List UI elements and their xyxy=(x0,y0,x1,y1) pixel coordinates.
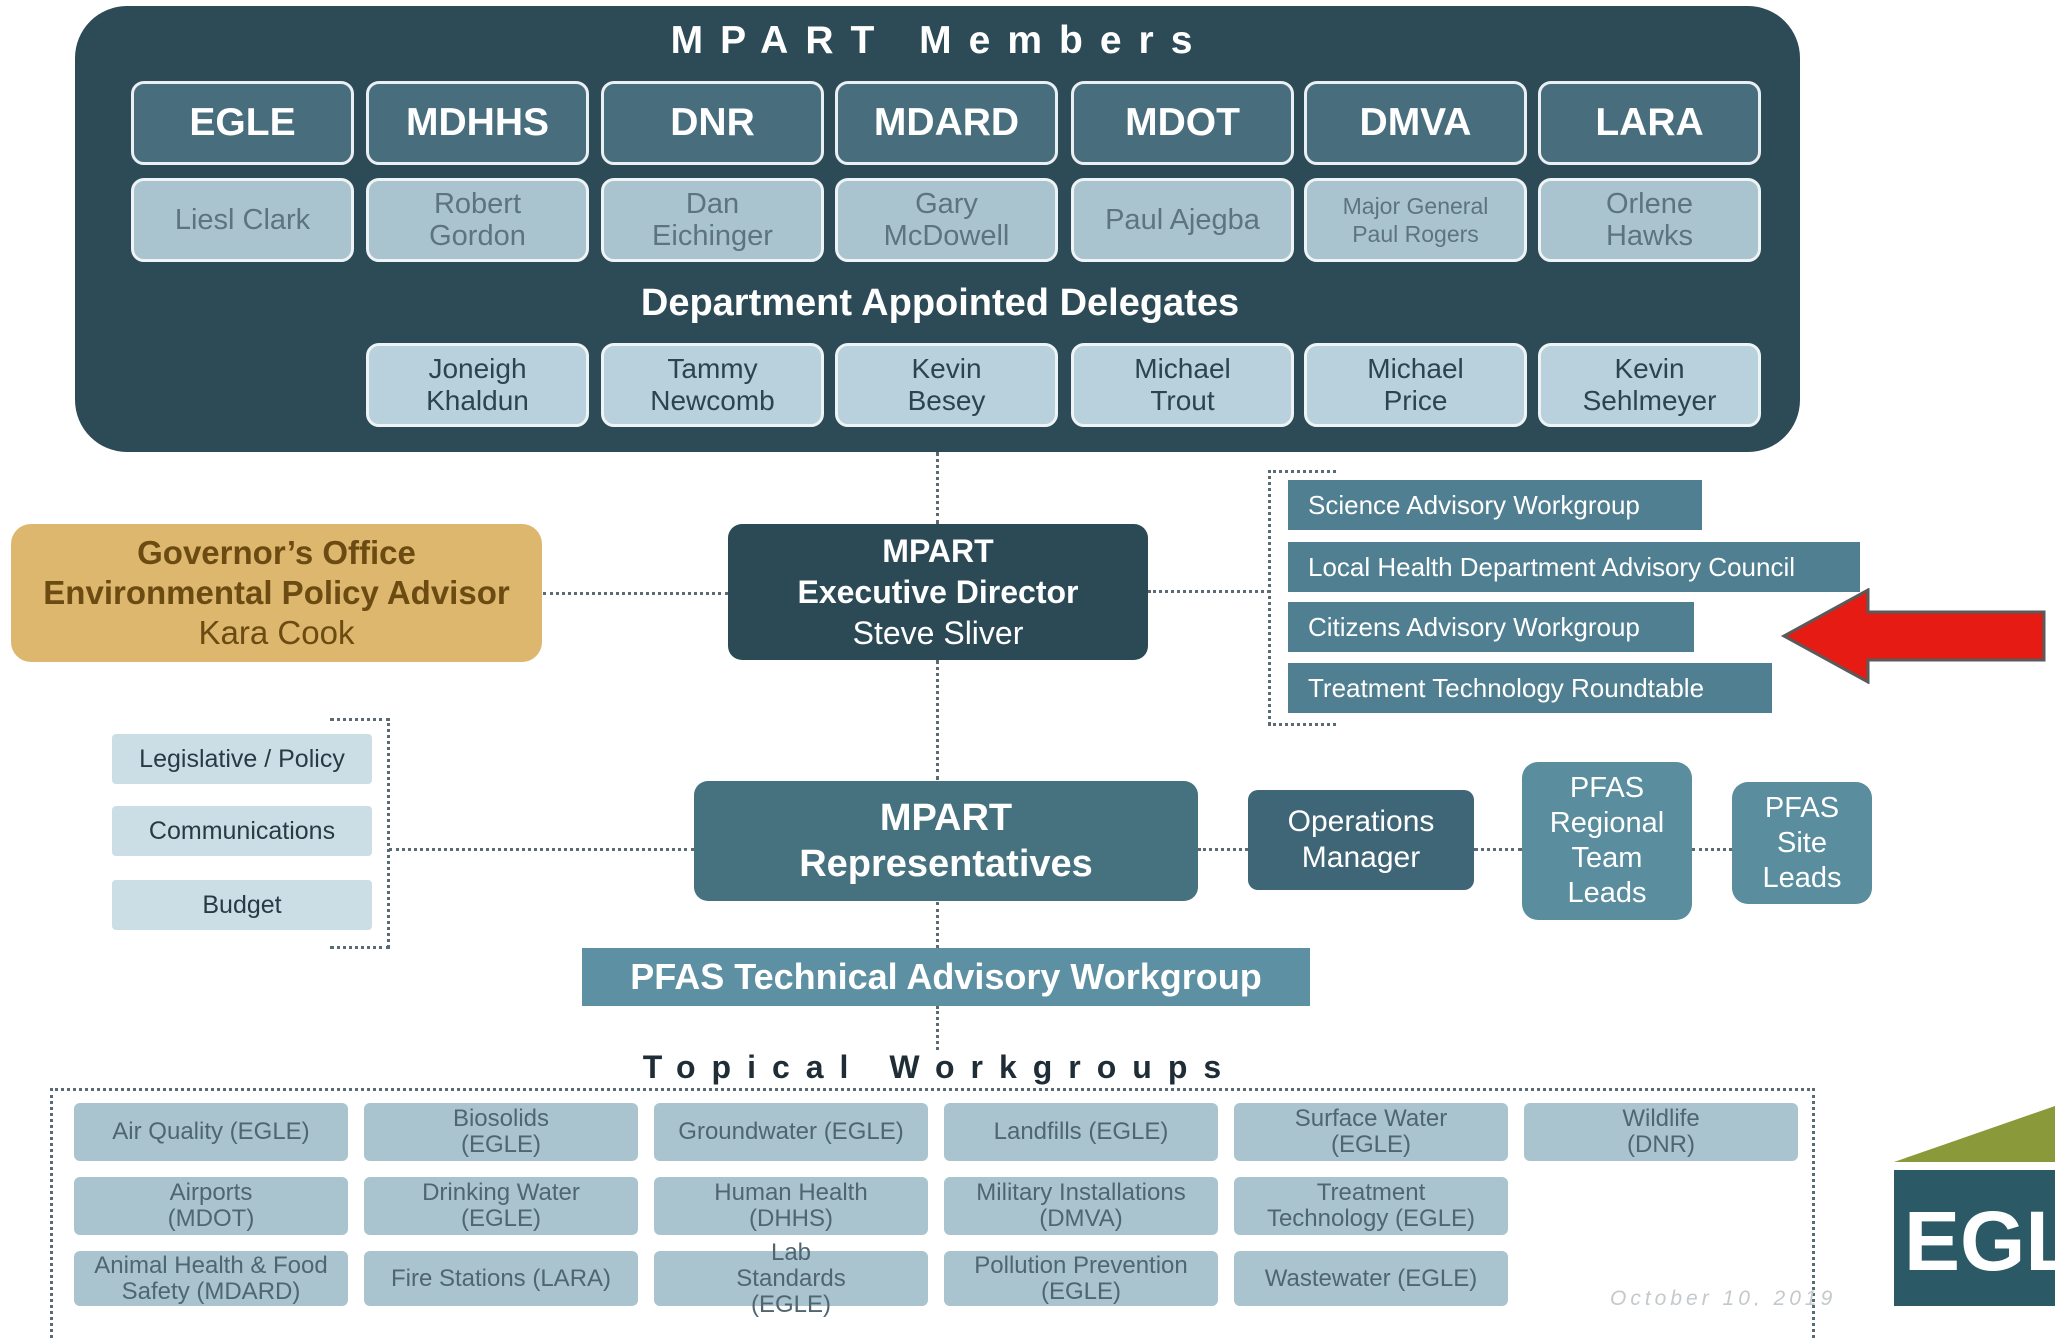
exec-line2: Executive Director xyxy=(797,573,1079,610)
dept-mdard: MDARD xyxy=(835,81,1058,165)
dept-lara: LARA xyxy=(1538,81,1761,165)
delegates-title: Department Appointed Delegates xyxy=(640,281,1240,324)
governor-name: Kara Cook xyxy=(198,614,355,651)
pfas-regional-box: PFAS Regional Team Leads xyxy=(1522,762,1692,920)
representatives-box: MPART Representatives xyxy=(694,781,1198,901)
advisory-citizens: Citizens Advisory Workgroup xyxy=(1288,602,1694,652)
workgroup-item: Lab Standards (EGLE) xyxy=(654,1239,928,1317)
advisory-local-health: Local Health Department Advisory Council xyxy=(1288,542,1860,592)
person-mdot: Paul Ajegba xyxy=(1071,178,1294,262)
connector-reps-ops xyxy=(1198,848,1248,851)
person-lara: Orlene Hawks xyxy=(1538,178,1761,262)
pfas-site-box: PFAS Site Leads xyxy=(1732,782,1872,904)
workgroup-item: Wastewater (EGLE) xyxy=(1234,1251,1508,1306)
topical-frame xyxy=(50,1088,1815,1338)
advisory-treatment: Treatment Technology Roundtable xyxy=(1288,663,1772,713)
delegate: Tammy Newcomb xyxy=(601,343,824,427)
operations-manager-box: Operations Manager xyxy=(1248,790,1474,890)
dept-dmva: DMVA xyxy=(1304,81,1527,165)
dept-mdhhs: MDHHS xyxy=(366,81,589,165)
governor-box: Governor’s Office Environmental Policy A… xyxy=(11,524,542,662)
connector-gov-exec xyxy=(543,592,728,595)
support-bracket xyxy=(387,718,390,948)
egle-logo-text: EGL xyxy=(1904,1196,2055,1286)
technical-workgroup-box: PFAS Technical Advisory Workgroup xyxy=(582,948,1310,1006)
governor-role: Environmental Policy Advisor xyxy=(43,574,510,611)
person-mdard: Gary McDowell xyxy=(835,178,1058,262)
workgroup-item: Air Quality (EGLE) xyxy=(74,1103,348,1161)
advisory-science: Science Advisory Workgroup xyxy=(1288,480,1702,530)
connector-panel-exec xyxy=(936,452,939,524)
person-egle: Liesl Clark xyxy=(131,178,354,262)
red-arrow-icon xyxy=(1780,588,2046,684)
workgroup-item: Airports (MDOT) xyxy=(74,1177,348,1235)
egle-logo-icon xyxy=(1894,1106,2055,1306)
ops-line2: Manager xyxy=(1301,841,1421,874)
connector-advisory-bracket xyxy=(1268,470,1271,725)
connector-exec-advisory xyxy=(1148,590,1270,593)
person-mdhhs: Robert Gordon xyxy=(366,178,589,262)
dept-mdot: MDOT xyxy=(1071,81,1294,165)
workgroup-item: Groundwater (EGLE) xyxy=(654,1103,928,1161)
person-dnr: Dan Eichinger xyxy=(601,178,824,262)
connector-tech-topical xyxy=(936,1006,939,1050)
connector-exec-reps xyxy=(936,660,939,780)
executive-director-box: MPART Executive Director Steve Sliver xyxy=(728,524,1148,660)
reps-line2: Representatives xyxy=(799,843,1093,885)
delegate: Joneigh Khaldun xyxy=(366,343,589,427)
connector-support-reps xyxy=(389,848,694,851)
connector-ops-regional xyxy=(1474,848,1522,851)
delegate: Kevin Besey xyxy=(835,343,1058,427)
workgroup-item: Military Installations (DMVA) xyxy=(944,1177,1218,1235)
workgroup-item: Animal Health & Food Safety (MDARD) xyxy=(74,1251,348,1306)
members-title: MPART Members xyxy=(670,19,1210,62)
governor-title: Governor’s Office xyxy=(137,534,416,571)
delegate: Kevin Sehlmeyer xyxy=(1538,343,1761,427)
reps-line1: MPART xyxy=(879,797,1013,839)
topical-title: Topical Workgroups xyxy=(642,1048,1238,1085)
ops-line1: Operations xyxy=(1287,805,1435,838)
connector-regional-site xyxy=(1692,848,1732,851)
workgroup-item: Landfills (EGLE) xyxy=(944,1103,1218,1161)
workgroup-item: Wildlife (DNR) xyxy=(1524,1103,1798,1161)
support-bracket-top xyxy=(330,718,390,721)
workgroup-item: Human Health (DHHS) xyxy=(654,1177,928,1235)
support-communications: Communications xyxy=(112,806,372,856)
exec-line1: MPART xyxy=(882,532,994,569)
dept-egle: EGLE xyxy=(131,81,354,165)
date-text: October 10, 2019 xyxy=(1610,1287,1837,1306)
person-dmva: Major General Paul Rogers xyxy=(1304,178,1527,262)
delegate: Michael Trout xyxy=(1071,343,1294,427)
dept-dnr: DNR xyxy=(601,81,824,165)
support-bracket-bottom xyxy=(330,946,390,949)
exec-name: Steve Sliver xyxy=(852,614,1024,651)
bracket-top xyxy=(1268,470,1336,473)
workgroup-item: Biosolids (EGLE) xyxy=(364,1103,638,1161)
workgroup-item: Fire Stations (LARA) xyxy=(364,1251,638,1306)
support-legislative: Legislative / Policy xyxy=(112,734,372,784)
workgroup-item: Treatment Technology (EGLE) xyxy=(1234,1177,1508,1235)
delegate: Michael Price xyxy=(1304,343,1527,427)
workgroup-item: Surface Water (EGLE) xyxy=(1234,1103,1508,1161)
support-budget: Budget xyxy=(112,880,372,930)
bracket-bottom xyxy=(1268,723,1336,726)
connector-reps-tech xyxy=(936,902,939,948)
workgroup-item: Pollution Prevention (EGLE) xyxy=(944,1251,1218,1306)
workgroup-item: Drinking Water (EGLE) xyxy=(364,1177,638,1235)
